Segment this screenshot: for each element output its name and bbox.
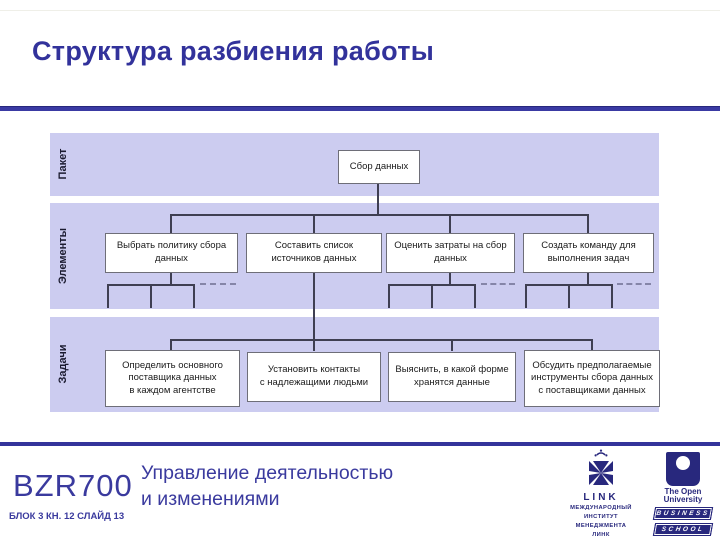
connector-dashes [617,283,651,285]
ou-badge-school: SCHOOL [652,523,714,537]
footer-divider [0,442,720,446]
connector-line [587,273,589,286]
task-box-2: Установить контакты с надлежащими людьми [247,352,381,402]
connector-line [474,284,476,308]
connector-line [170,214,172,233]
connector-line [568,284,570,308]
band-label-elements: Элементы [57,227,69,285]
ou-badge-business: BUSINESS [652,507,714,521]
connector-line [611,284,613,308]
connector-line [313,214,315,233]
open-university-logo: The Open University BUSINESS SCHOOL [652,452,714,537]
ou-shield-icon [666,452,700,486]
slide-reference: БЛОК 3 КН. 12 СЛАЙД 13 [9,511,125,522]
course-title: Управление деятельностью и изменениями [141,462,394,510]
title-divider [0,106,720,111]
connector-line [193,284,195,308]
connector-line [313,273,315,341]
task-box-3: Выяснить, в какой форме хранятся данные [388,352,516,402]
page-title: Структура разбиения работы [32,36,435,66]
link-logo-name: LINK [583,492,619,503]
connector-line [313,339,315,351]
root-box: Сбор данных [338,150,420,184]
top-divider [0,10,720,11]
ou-logo-name: The Open University [663,487,703,505]
connector-line [170,273,172,286]
connector-line [150,284,152,308]
connector-line [525,284,527,308]
link-logo-subtitle: МЕЖДУНАРОДНЫЙ ИНСТИТУТ МЕНЕДЖМЕНТА ЛИНК [570,505,632,538]
element-box-4: Создать команду для выполнения задач [523,233,654,273]
element-box-2: Составить список источников данных [246,233,382,273]
connector-line [591,339,593,351]
connector-line [449,214,451,233]
element-box-3: Оценить затраты на сбор данных [386,233,515,273]
connector-dashes [481,283,515,285]
task-box-4: Обсудить предполагаемые инструменты сбор… [524,350,660,407]
link-logo: LINK МЕЖДУНАРОДНЫЙ ИНСТИТУТ МЕНЕДЖМЕНТА … [570,449,632,540]
ou-circle-icon [676,456,690,470]
connector-line [377,184,379,215]
connector-line [170,339,172,351]
band-label-tasks: Задачи [57,344,69,384]
task-box-1: Определить основного поставщика данных в… [105,350,240,407]
connector-line [431,284,433,308]
connector-line [170,214,589,216]
connector-dashes [200,283,236,285]
link-emblem-icon [589,449,613,485]
element-box-1: Выбрать политику сбора данных [105,233,238,273]
connector-line [388,284,390,308]
connector-line [449,273,451,286]
course-code: BZR700 [13,468,133,503]
connector-line [107,284,109,308]
connector-line [170,339,593,341]
connector-line [587,214,589,233]
connector-line [451,339,453,351]
